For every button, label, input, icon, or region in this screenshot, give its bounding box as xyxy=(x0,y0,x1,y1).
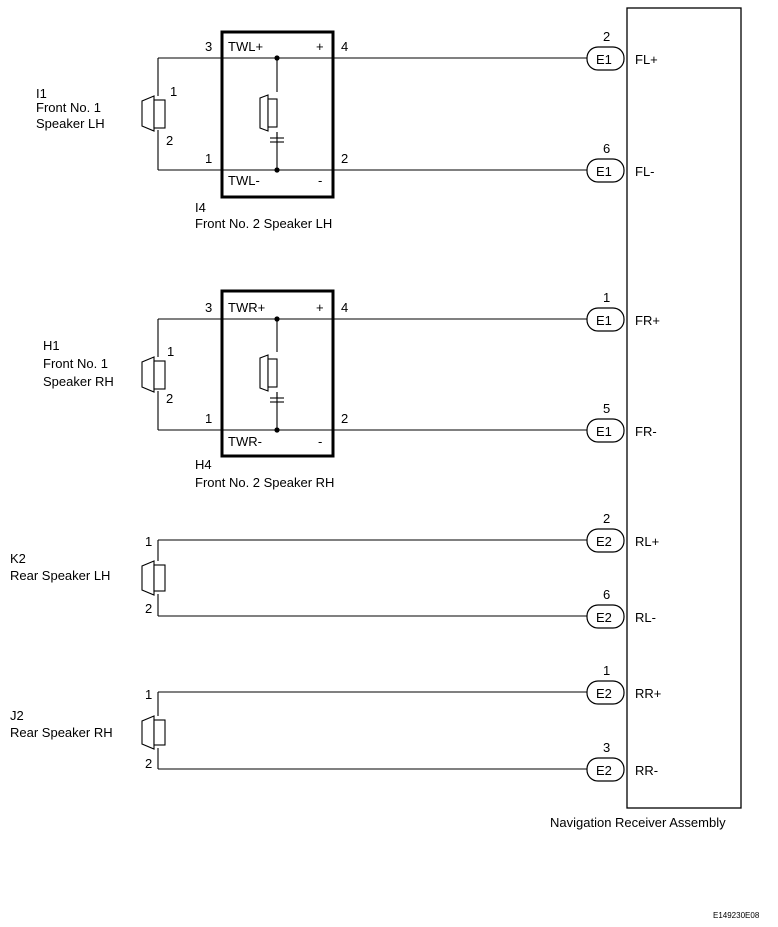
component-code: J2 xyxy=(10,708,24,723)
pin-label: 2 xyxy=(603,29,610,44)
pin-label: 1 xyxy=(603,290,610,305)
pin-label: 2 xyxy=(145,601,152,616)
speaker-icon xyxy=(141,95,166,132)
connector-label: E1 xyxy=(596,52,612,67)
pin-label: 3 xyxy=(205,39,212,54)
signal-label: FR- xyxy=(635,424,657,439)
component-name: Front No. 2 Speaker LH xyxy=(195,216,332,231)
pin-label: 1 xyxy=(145,687,152,702)
component-name: Speaker RH xyxy=(43,374,114,389)
polarity-label: + xyxy=(316,300,324,315)
tweeter-box xyxy=(220,30,335,199)
navigation-receiver-box xyxy=(626,7,742,809)
speaker-icon xyxy=(141,715,166,750)
pin-label: 1 xyxy=(205,411,212,426)
signal-label: RR- xyxy=(635,763,658,778)
capacitor-icon xyxy=(270,132,284,143)
pin-label: 4 xyxy=(341,300,348,315)
component-name: Front No. 2 Speaker RH xyxy=(195,475,334,490)
polarity-label: + xyxy=(316,39,324,54)
connector-label: E2 xyxy=(596,534,612,549)
component-code: H4 xyxy=(195,457,212,472)
connector-pill xyxy=(586,158,625,183)
signal-label: FR+ xyxy=(635,313,660,328)
pin-label: 1 xyxy=(170,84,177,99)
pin-label: 2 xyxy=(166,391,173,406)
component-name: Rear Speaker RH xyxy=(10,725,113,740)
connector-label: E1 xyxy=(596,424,612,439)
pin-label: 5 xyxy=(603,401,610,416)
terminal-label: TWL- xyxy=(228,173,260,188)
pin-label: 1 xyxy=(167,344,174,359)
connector-pill xyxy=(586,528,625,553)
pin-label: 2 xyxy=(166,133,173,148)
rear-rh-wires xyxy=(157,691,587,770)
speaker-icon xyxy=(141,356,166,393)
pin-label: 3 xyxy=(205,300,212,315)
rear-lh-wires xyxy=(157,539,587,617)
pin-label: 1 xyxy=(205,151,212,166)
pin-label: 1 xyxy=(145,534,152,549)
junction-dot xyxy=(274,427,280,433)
signal-label: FL- xyxy=(635,164,655,179)
front-rh-group: 1 2 H1 Front No. 1 Speaker RH 3 1 4 2 TW… xyxy=(43,289,660,490)
pin-label: 2 xyxy=(603,511,610,526)
figure-code: E149230E08 xyxy=(713,911,760,920)
signal-label: RR+ xyxy=(635,686,661,701)
connector-pill xyxy=(586,46,625,71)
pin-label: 6 xyxy=(603,141,610,156)
junction-dot xyxy=(274,316,280,322)
component-name: Front No. 1 xyxy=(36,100,101,115)
pin-label: 4 xyxy=(341,39,348,54)
rear-rh-group: 1 2 J2 Rear Speaker RH E2 1 RR+ E2 3 RR- xyxy=(10,663,661,782)
front-lh-group: 1 2 I1 Front No. 1 Speaker LH 3 1 4 2 TW… xyxy=(36,29,658,231)
polarity-label: - xyxy=(318,173,322,188)
pin-label: 3 xyxy=(603,740,610,755)
capacitor-icon xyxy=(270,392,284,403)
tweeter-speaker-icon xyxy=(259,354,278,392)
pin-label: 1 xyxy=(603,663,610,678)
rear-lh-group: 1 2 K2 Rear Speaker LH E2 2 RL+ E2 6 RL- xyxy=(10,511,659,629)
pin-label: 2 xyxy=(341,411,348,426)
pin-label: 6 xyxy=(603,587,610,602)
signal-label: FL+ xyxy=(635,52,658,67)
component-name: Speaker LH xyxy=(36,116,105,131)
speaker-icon xyxy=(141,560,166,596)
connector-pill xyxy=(586,680,625,705)
connector-label: E2 xyxy=(596,763,612,778)
terminal-label: TWR+ xyxy=(228,300,265,315)
connector-label: E2 xyxy=(596,610,612,625)
junction-dot xyxy=(274,167,280,173)
pin-label: 2 xyxy=(145,756,152,771)
connector-pill xyxy=(586,307,625,332)
component-code: I4 xyxy=(195,200,206,215)
connector-label: E1 xyxy=(596,164,612,179)
front-rh-wires xyxy=(157,318,587,431)
component-code: H1 xyxy=(43,338,60,353)
junction-dot xyxy=(274,55,280,61)
connector-pill xyxy=(586,604,625,629)
component-code: I1 xyxy=(36,86,47,101)
connector-label: E1 xyxy=(596,313,612,328)
connector-pill xyxy=(586,757,625,782)
front-lh-wires xyxy=(157,57,587,171)
component-name: Front No. 1 xyxy=(43,356,108,371)
signal-label: RL- xyxy=(635,610,656,625)
tweeter-box xyxy=(220,289,335,458)
component-code: K2 xyxy=(10,551,26,566)
tweeter-speaker-icon xyxy=(259,94,278,132)
pin-label: 2 xyxy=(341,151,348,166)
terminal-label: TWL+ xyxy=(228,39,263,54)
connector-label: E2 xyxy=(596,686,612,701)
component-name: Rear Speaker LH xyxy=(10,568,110,583)
receiver-label: Navigation Receiver Assembly xyxy=(550,815,726,830)
signal-label: RL+ xyxy=(635,534,659,549)
polarity-label: - xyxy=(318,434,322,449)
terminal-label: TWR- xyxy=(228,434,262,449)
connector-pill xyxy=(586,418,625,443)
